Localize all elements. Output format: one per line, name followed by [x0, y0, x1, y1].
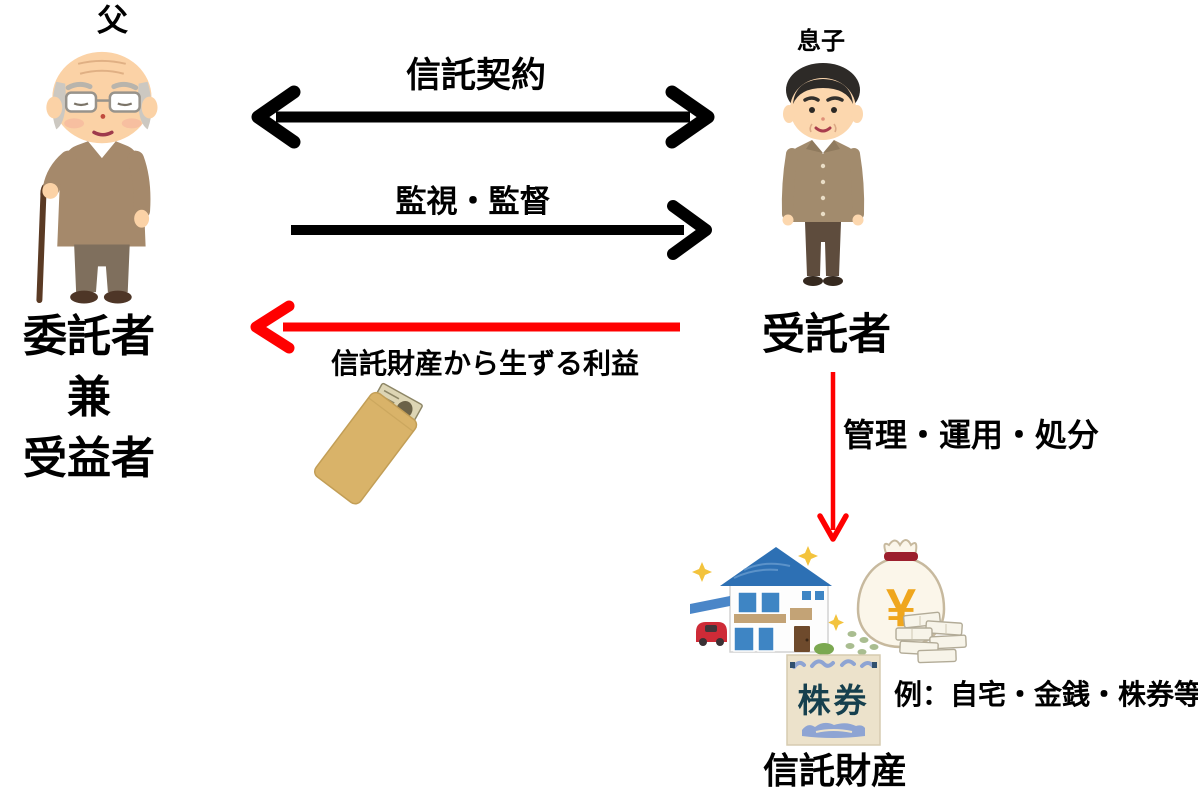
stock-certificate-text: 株券: [798, 682, 870, 719]
and-line: 兼: [67, 373, 111, 422]
management-arrow: [817, 372, 849, 542]
carport-roof: [690, 596, 730, 614]
settlor-line: 委託者: [23, 312, 155, 361]
banknote-stacks-icon: [895, 611, 967, 664]
supervision-label: 監視・監督: [395, 184, 551, 219]
trust-contract-label: 信託契約: [405, 56, 547, 95]
sparkle-icon: [798, 546, 818, 566]
settlor-beneficiary-label: 委託者 兼 受益者: [10, 306, 168, 489]
car-icon: [696, 622, 727, 646]
supervision-arrow: [291, 200, 712, 260]
elderly-man-with-cane-icon: [16, 40, 168, 310]
trust-contract-arrow: [251, 85, 715, 149]
pay-envelope-icon: [295, 378, 445, 510]
father-label: 父: [97, 3, 128, 38]
cane: [36, 181, 60, 304]
son-label: 息子: [797, 28, 845, 55]
beneficiary-line: 受益者: [23, 434, 155, 483]
property-examples-label: 例：自宅・金銭・株券等: [894, 679, 1198, 710]
money-bag-icon: ¥: [838, 530, 968, 668]
stock-certificate-icon: 株券: [786, 654, 881, 746]
profit-arrow: [250, 300, 680, 354]
middle-aged-man-icon: [778, 54, 874, 306]
house-icon: [688, 534, 850, 664]
profit-label: 信託財産から生ずる利益: [330, 348, 640, 379]
management-label: 管理・運用・処分: [843, 417, 1100, 453]
sparkle-icon: [828, 614, 844, 631]
trust-property-label: 信託財産: [763, 750, 908, 791]
trustee-label: 受託者: [762, 311, 891, 359]
sparkle-icon: [692, 562, 712, 582]
